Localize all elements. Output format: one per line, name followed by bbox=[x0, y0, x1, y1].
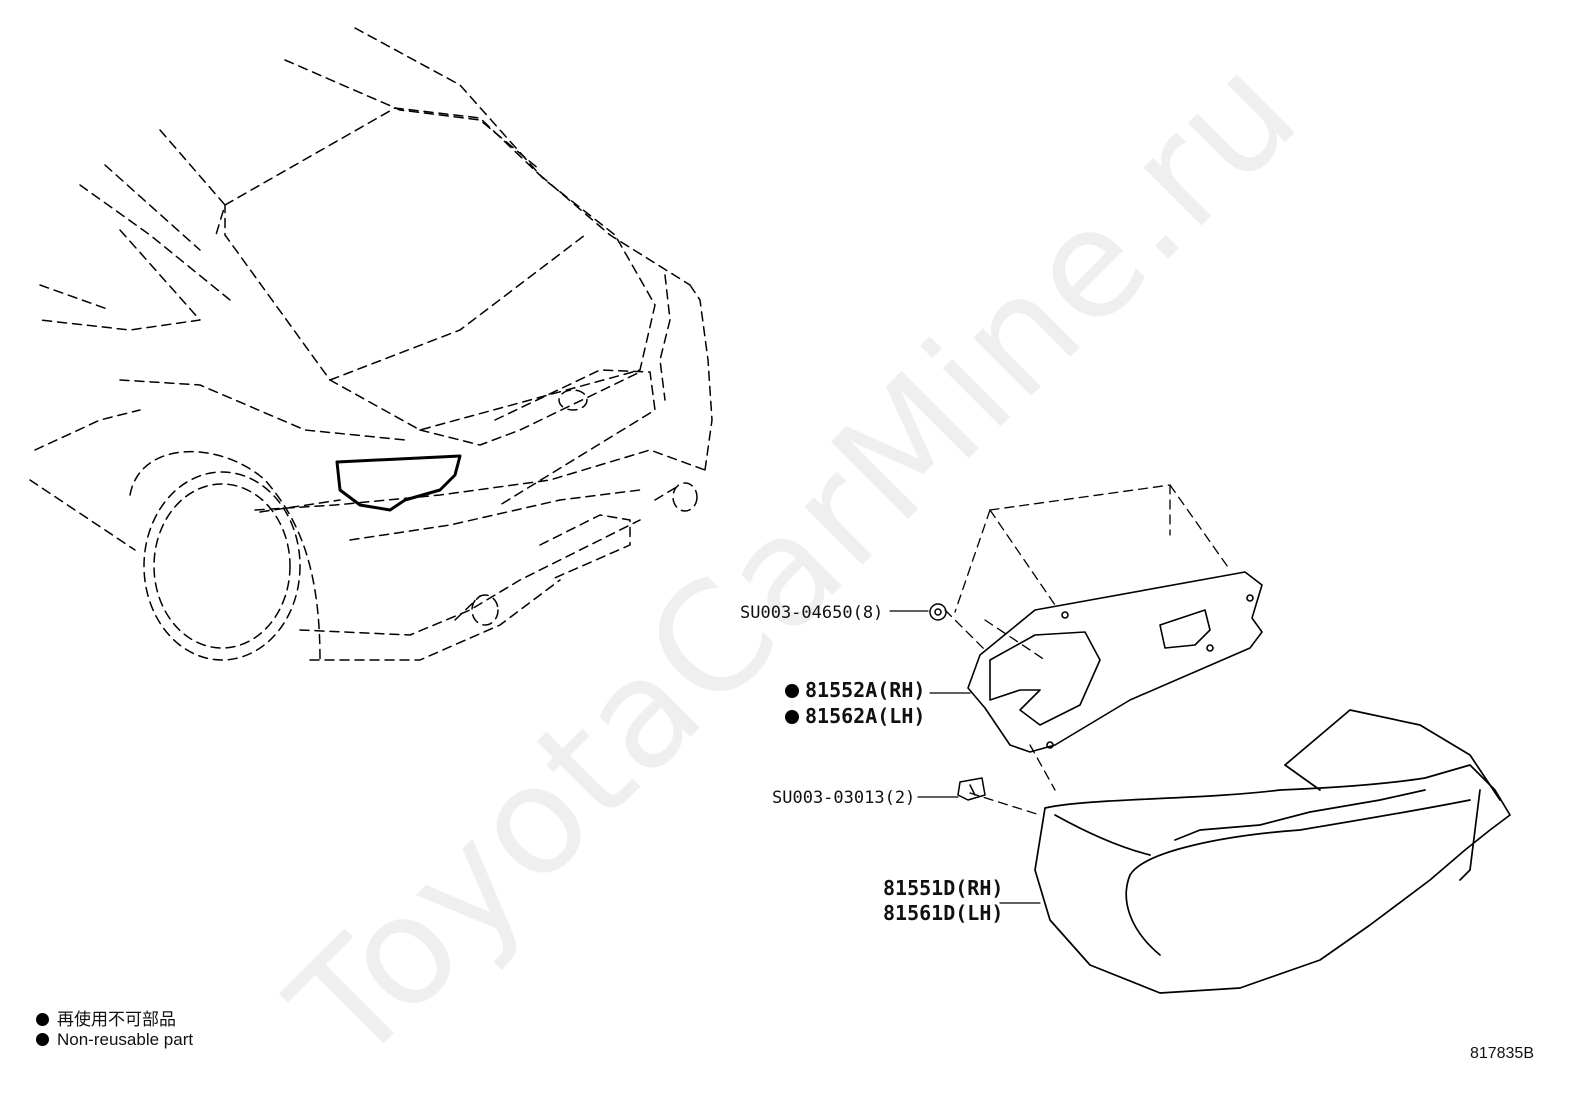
legend-jp-text: 再使用不可部品 bbox=[57, 1010, 176, 1029]
legend-en: Non-reusable part bbox=[36, 1030, 193, 1050]
callout-lamp-rh: 81551D(RH) bbox=[883, 876, 1004, 900]
projection-lines bbox=[944, 484, 1231, 816]
nut-part bbox=[957, 777, 986, 801]
legend-en-text: Non-reusable part bbox=[57, 1030, 194, 1049]
non-reusable-marker-icon bbox=[36, 1013, 49, 1026]
car-rear-illustration bbox=[29, 27, 713, 661]
gasket-lh-label: 81562A(LH) bbox=[805, 704, 926, 728]
tail-lamp-part bbox=[1034, 709, 1511, 994]
non-reusable-marker-icon bbox=[785, 684, 799, 698]
clip-part bbox=[929, 603, 947, 621]
non-reusable-marker-icon bbox=[36, 1033, 49, 1046]
tail-lamp-highlight bbox=[335, 454, 462, 512]
non-reusable-marker-icon bbox=[785, 710, 799, 724]
callout-clip: SU003-04650(8) bbox=[740, 603, 884, 623]
callout-nut: SU003-03013(2) bbox=[772, 788, 916, 808]
figure-code: 817835B bbox=[1469, 1045, 1534, 1062]
callout-gasket-lh: 81562A(LH) bbox=[785, 703, 925, 729]
callout-lamp-lh: 81561D(LH) bbox=[883, 901, 1004, 925]
gasket-rh-label: 81552A(RH) bbox=[805, 678, 926, 702]
gasket-part bbox=[967, 571, 1263, 753]
leader-lines bbox=[889, 610, 1041, 904]
legend-jp: 再使用不可部品 bbox=[36, 1005, 176, 1030]
callout-gasket-rh: 81552A(RH) bbox=[785, 677, 925, 703]
